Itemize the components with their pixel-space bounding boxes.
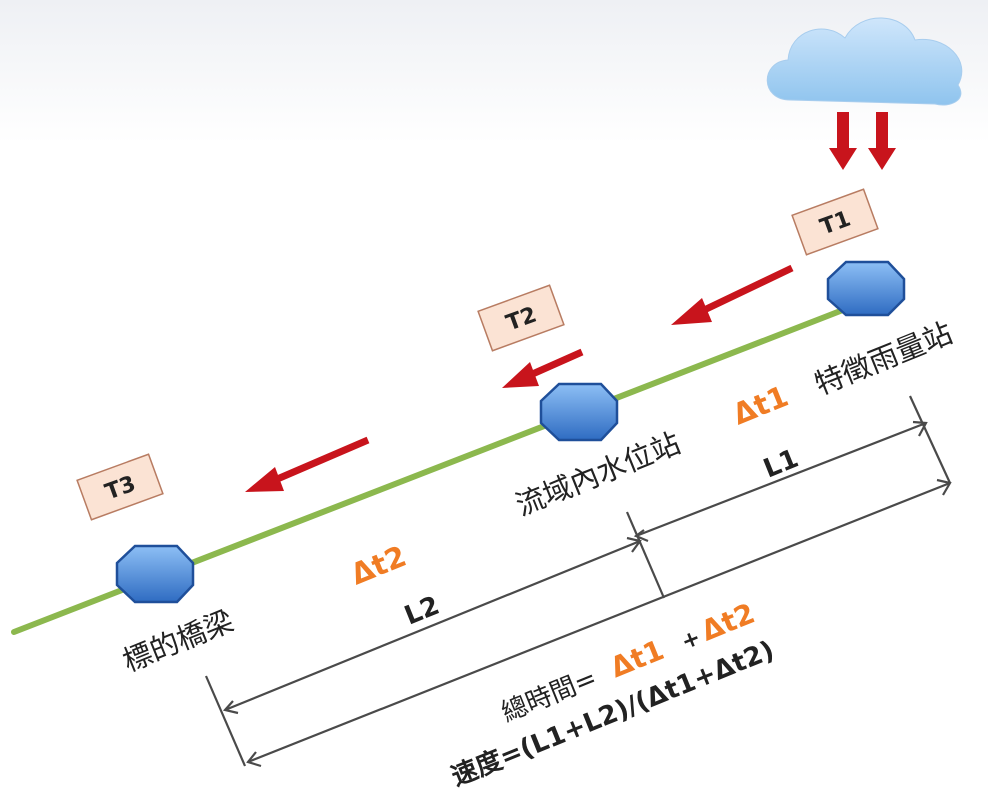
- l1-label: L1: [759, 444, 802, 485]
- total-time-dt2: Δt2: [697, 597, 760, 648]
- flow-arrow-1-icon: [671, 264, 794, 325]
- t3-marker: T3: [76, 453, 164, 521]
- bridge-marker: [115, 544, 195, 604]
- water-station-marker: [539, 382, 619, 442]
- t2-marker: T2: [477, 284, 565, 352]
- rainfall-arrows-icon: [829, 112, 896, 170]
- t1-marker: T1: [791, 188, 879, 256]
- l2-label: L2: [400, 591, 443, 632]
- total-time-dt1: Δt1: [606, 633, 669, 684]
- rain-cloud-icon: [766, 17, 963, 106]
- dimension-lines: [204, 395, 952, 768]
- rain-station-label: 特徵雨量站: [810, 316, 957, 402]
- total-time-plus: +: [678, 625, 704, 655]
- rain-station-marker: [826, 260, 906, 317]
- flow-arrow-3-icon: [245, 436, 370, 492]
- bridge-label: 標的橋梁: [118, 604, 238, 679]
- dt2-label: Δt2: [346, 539, 411, 592]
- flow-arrow-2-icon: [502, 348, 584, 388]
- dt1-label: Δt1: [728, 379, 793, 432]
